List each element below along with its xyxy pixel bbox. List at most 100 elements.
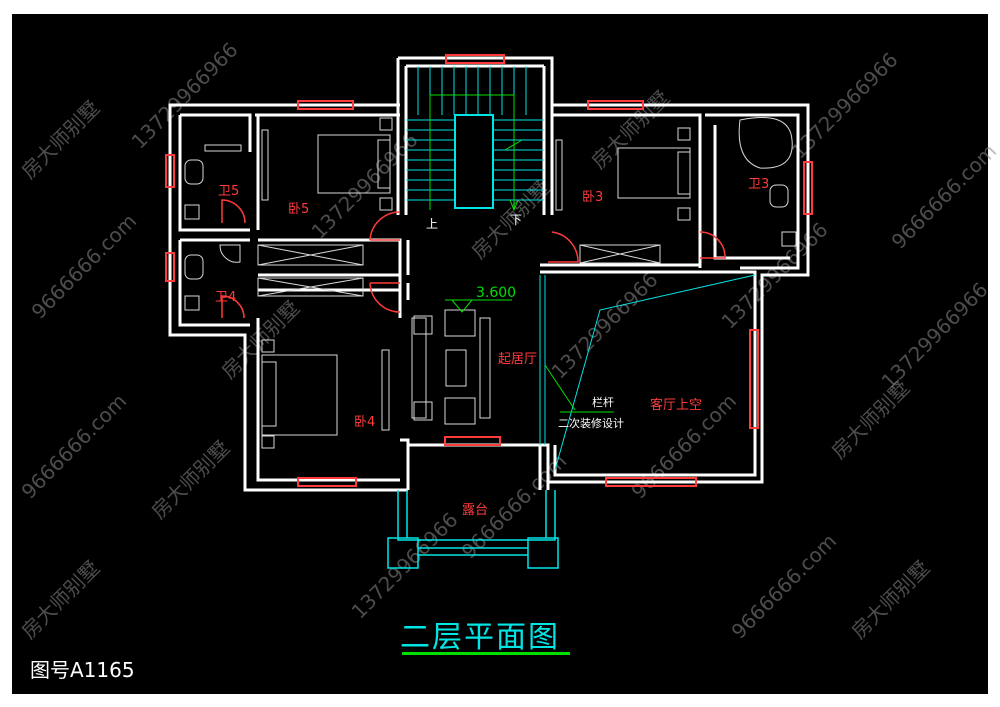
window <box>605 477 697 487</box>
watermark-text: 13729966966 <box>547 268 663 384</box>
watermark-text: 9666666.com <box>17 389 132 504</box>
door-swing <box>369 282 401 313</box>
bathtub-icon <box>738 117 793 169</box>
watermark-text: 9666666.com <box>887 139 1000 254</box>
wall <box>552 113 702 268</box>
stair-down-label: 下 <box>510 213 522 227</box>
leader-line <box>544 364 576 411</box>
nightstand-icon <box>379 197 393 211</box>
pillow-icon <box>261 361 277 427</box>
watermark-text: 13729966966 <box>127 38 243 154</box>
wall <box>180 113 252 152</box>
armchair-icon <box>444 309 476 337</box>
elevation-triangle <box>451 299 473 313</box>
windows <box>165 54 813 487</box>
furniture <box>184 117 797 449</box>
watermark-text: 9666666.com <box>727 529 842 644</box>
wall <box>258 238 402 277</box>
watermark-text: 房大师别墅 <box>147 436 235 524</box>
nightstand-icon <box>261 339 275 353</box>
wardrobe <box>579 244 661 264</box>
title-underline <box>402 652 570 655</box>
window <box>297 477 357 487</box>
terrace-outline <box>397 490 556 541</box>
stair-up-label: 上 <box>426 217 438 231</box>
elevation-marker <box>445 299 512 313</box>
nightstand-icon <box>677 207 691 221</box>
shower-icon <box>219 244 241 263</box>
room-label-bedroom4: 卧4 <box>354 415 375 430</box>
window <box>587 100 644 110</box>
door-swing <box>699 231 726 259</box>
toilet-icon <box>184 159 204 185</box>
desk-icon <box>555 139 563 211</box>
sink-icon <box>781 231 797 247</box>
watermark-text: 房大师别墅 <box>217 296 305 384</box>
void-diagonal <box>554 274 756 471</box>
room-label-bath5: 卫5 <box>218 184 239 199</box>
desk-icon <box>381 349 390 431</box>
staircase <box>406 66 544 209</box>
room-label-bath3: 卫3 <box>748 177 769 192</box>
drawing-number: 图号A1165 <box>30 658 135 682</box>
wall <box>705 113 800 270</box>
watermark-text: 房大师别墅 <box>847 556 935 644</box>
room-label-living: 起居厅 <box>498 352 537 367</box>
wall <box>540 270 757 477</box>
tv-cabinet-icon <box>479 317 491 419</box>
page-title: 二层平面图 <box>400 620 560 655</box>
stair-well <box>454 114 494 209</box>
watermark-layer: 房大师别墅 13729966966 9666666.com 9666666.co… <box>17 38 1000 644</box>
wall-stair-core <box>398 56 554 215</box>
watermark-text: 房大师别墅 <box>587 86 675 174</box>
door-swing <box>221 199 246 224</box>
wardrobe-hatch <box>257 277 364 297</box>
drawing-canvas <box>12 14 988 694</box>
watermark-text: 13729966966 <box>347 508 463 624</box>
railing-leader <box>544 364 614 413</box>
room-label-bedroom5: 卧5 <box>288 202 309 217</box>
toilet-icon <box>769 184 789 208</box>
bed-icon <box>617 147 691 199</box>
window <box>297 100 354 110</box>
room-label-bath4: 卫4 <box>215 290 236 305</box>
pillow-icon <box>377 139 391 189</box>
desk-icon <box>261 129 269 201</box>
window <box>749 329 759 429</box>
sink-icon <box>184 295 200 311</box>
terrace <box>387 490 559 569</box>
wall <box>256 318 400 482</box>
railing-note-line1: 栏杆 <box>592 395 614 409</box>
vanity-icon <box>204 144 242 152</box>
wall <box>258 288 402 318</box>
nightstand-icon <box>379 117 393 131</box>
door-swing <box>548 231 579 263</box>
watermark-text: 13729966966 <box>877 278 993 394</box>
void-outline <box>539 274 756 471</box>
stair-direction-arrows <box>429 94 523 212</box>
watermark-text: 房大师别墅 <box>827 376 915 464</box>
window <box>165 154 175 188</box>
wardrobe-hatch <box>579 244 661 264</box>
armchair-icon <box>413 315 433 335</box>
arrow-head <box>509 199 519 212</box>
wardrobe-hatch <box>257 244 364 266</box>
coffee-table-icon <box>445 349 467 387</box>
wardrobe <box>257 244 364 266</box>
room-label-bedroom3: 卧3 <box>582 190 603 205</box>
door-swing <box>369 211 401 241</box>
window <box>444 436 501 446</box>
sofa-icon <box>411 317 427 419</box>
wall-outline-west <box>168 103 408 492</box>
wall <box>178 240 250 327</box>
watermark-text: 房大师别墅 <box>17 556 105 644</box>
railing-note-line2: 二次装修设计 <box>558 416 624 430</box>
room-label-terrace: 露台 <box>462 503 488 518</box>
elevation-value: 3.600 <box>476 285 516 301</box>
stair-break-line <box>504 139 523 151</box>
door-swing <box>221 295 245 319</box>
armchair-icon <box>444 397 476 425</box>
watermark-text: 房大师别墅 <box>17 96 105 184</box>
wall <box>178 115 250 232</box>
